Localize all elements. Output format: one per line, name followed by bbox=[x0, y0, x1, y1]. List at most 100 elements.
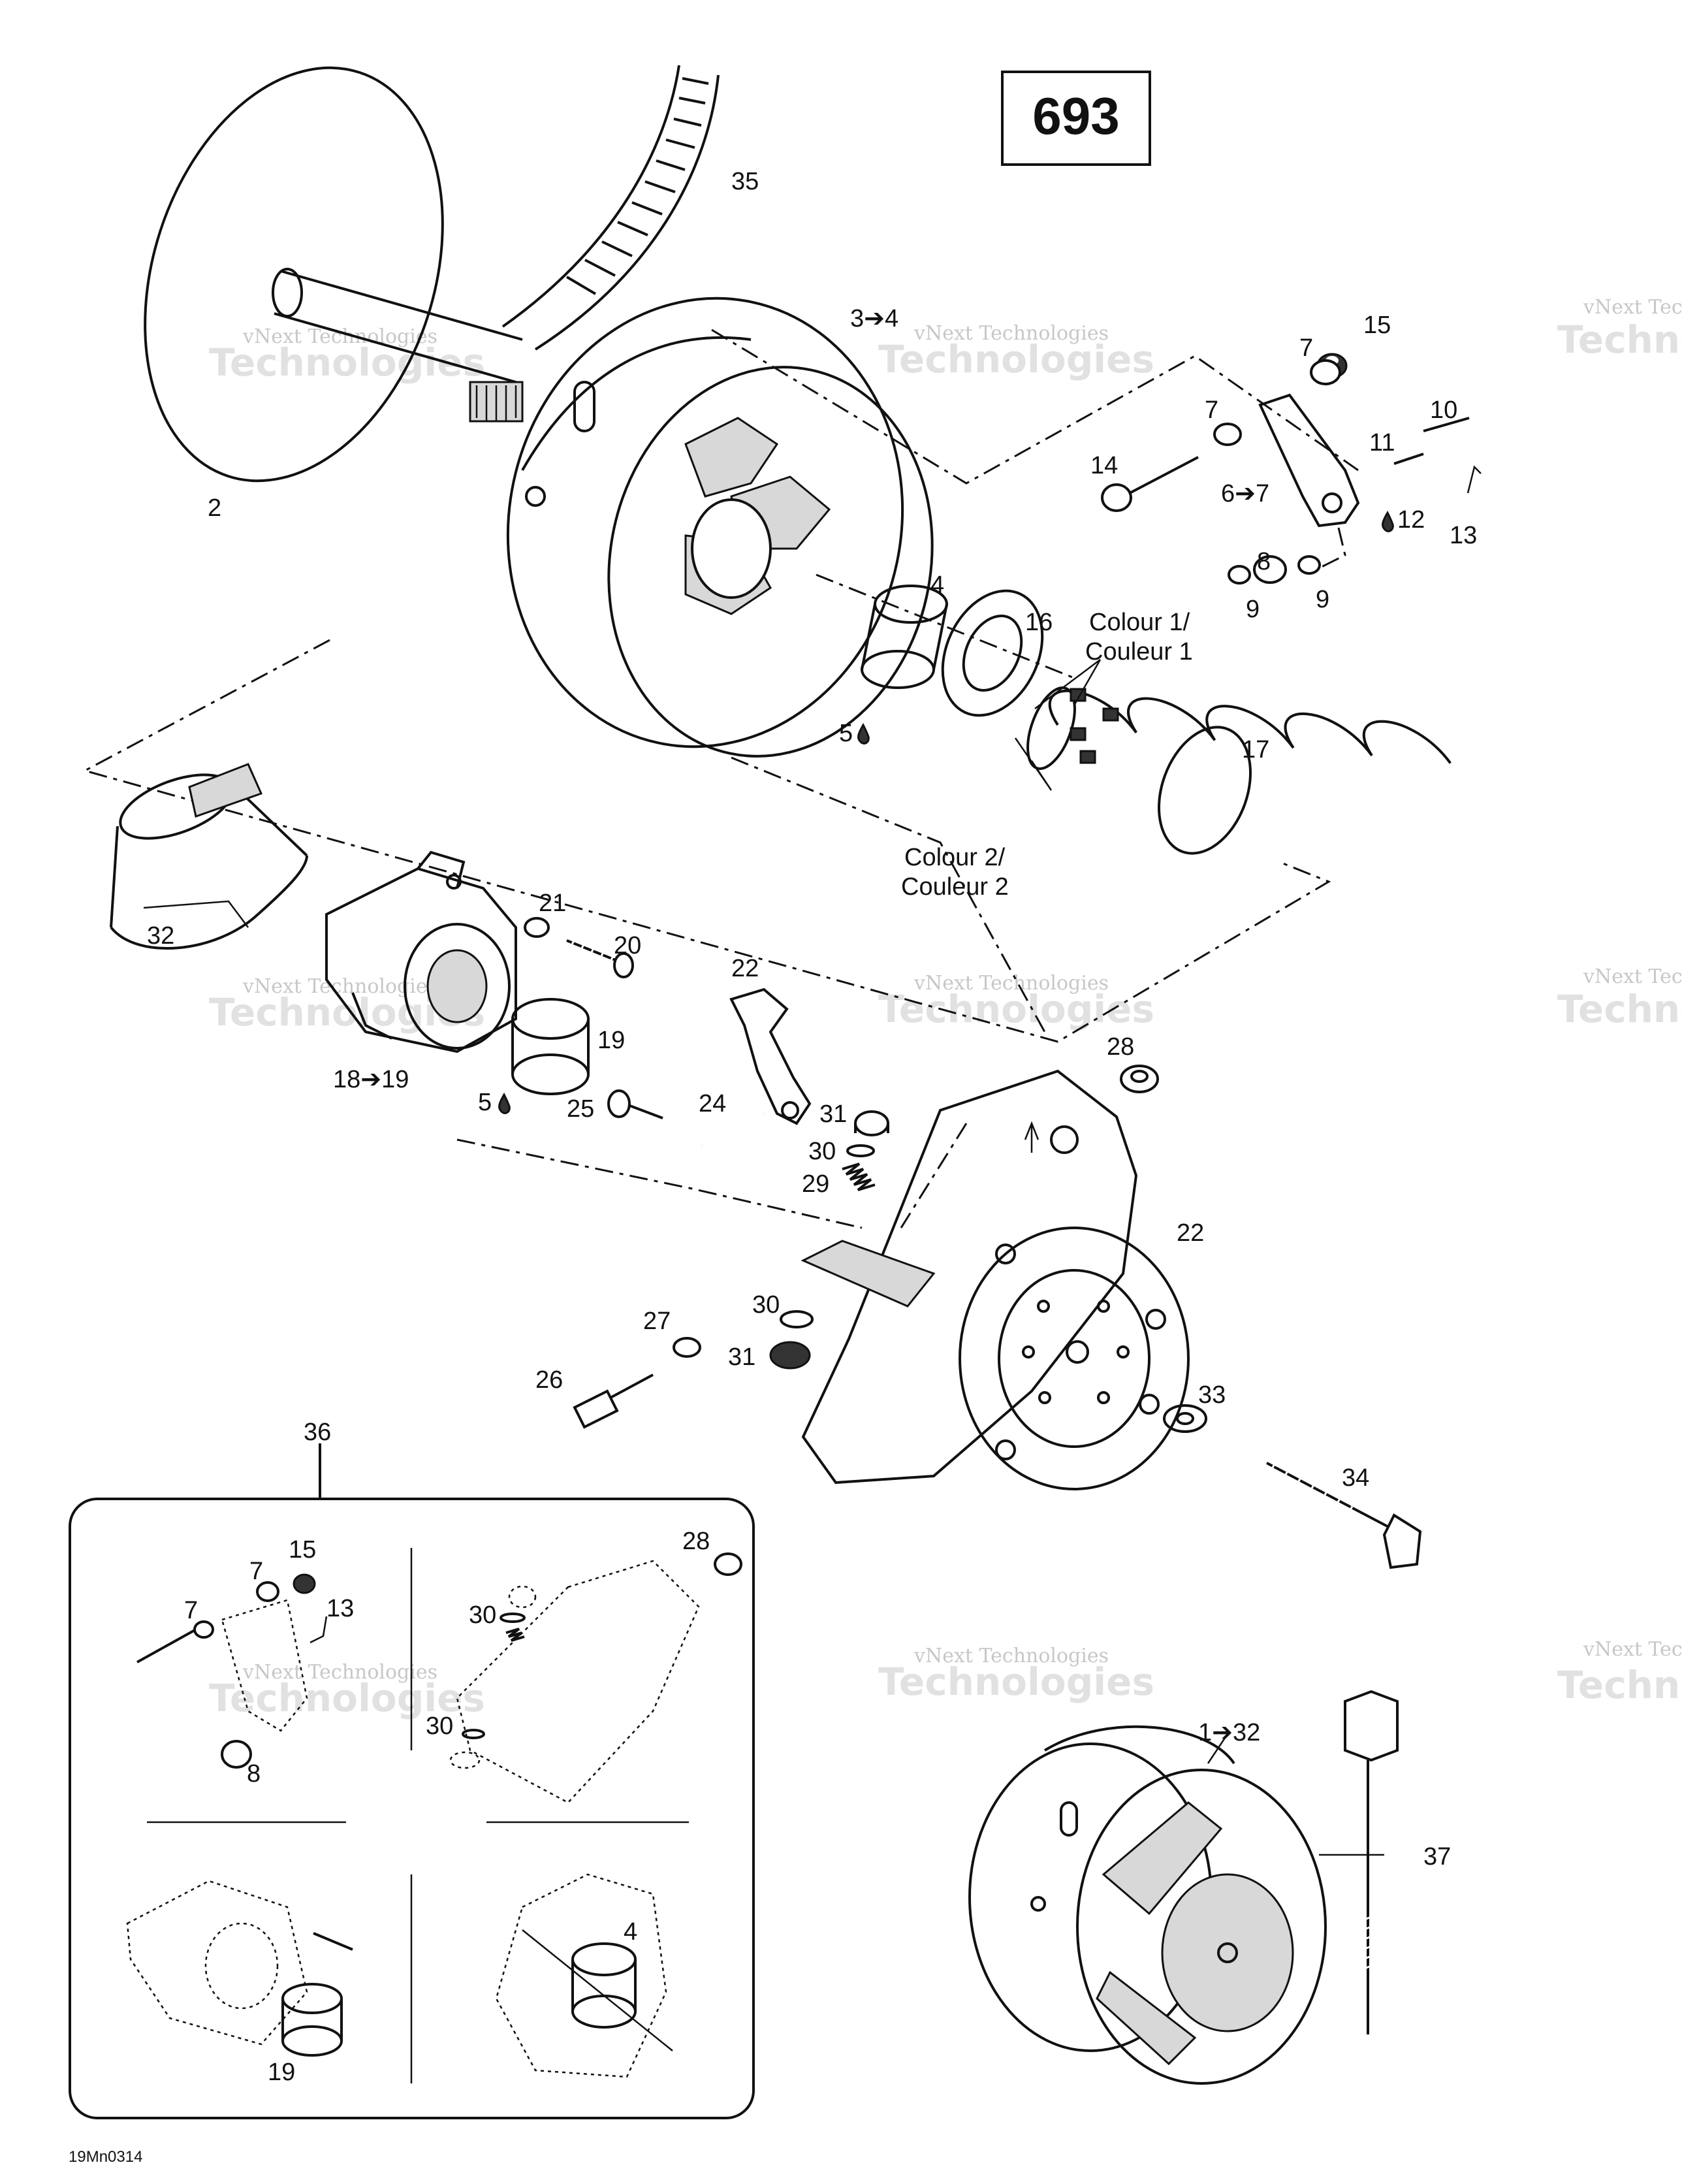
assembly-boundary-lines bbox=[82, 329, 1359, 1229]
watermark-8: vNext Technologies Technologies bbox=[1557, 965, 1682, 1031]
callout-34: 34 bbox=[1342, 1464, 1369, 1492]
callout-2: 2 bbox=[208, 494, 221, 522]
callout-16: 16 bbox=[1025, 609, 1053, 636]
callout-11: 11 bbox=[1369, 429, 1395, 457]
callout-19-a: 19 bbox=[597, 1027, 625, 1054]
part-washer-21 bbox=[524, 917, 550, 938]
part-washer-33 bbox=[1163, 1404, 1207, 1433]
part-spider bbox=[325, 850, 517, 1053]
oil-drop-icon bbox=[1382, 510, 1394, 532]
part-ring-30-bottom bbox=[780, 1310, 814, 1328]
inset-spider-section bbox=[126, 1880, 353, 2057]
watermark-7: vNext Technologies Technologies bbox=[1557, 296, 1682, 362]
part-nut-28 bbox=[1120, 1065, 1159, 1093]
callout-19-inset: 19 bbox=[268, 2059, 295, 2086]
callout-13-top: 13 bbox=[1450, 522, 1477, 549]
figure-code: 19Mn0314 bbox=[69, 2148, 142, 2166]
callout-3-4: 3➔4 bbox=[850, 305, 898, 332]
watermark-text: vNext Technologies bbox=[1583, 1638, 1682, 1661]
colour-1-en: Colour 1/ bbox=[1089, 609, 1190, 636]
part-bolt-26 bbox=[573, 1373, 654, 1429]
callout-31-b: 31 bbox=[728, 1343, 755, 1371]
callout-5-b: 5 bbox=[478, 1089, 492, 1116]
callout-35: 35 bbox=[731, 168, 759, 195]
callout-9-a: 9 bbox=[1316, 586, 1329, 613]
inset-rocker-arm bbox=[136, 1573, 328, 1769]
part-cam-arm-22 bbox=[729, 988, 812, 1125]
part-tube-32 bbox=[110, 763, 308, 950]
part-sliding-sheave bbox=[506, 297, 934, 758]
part-spring-17 bbox=[1026, 686, 1452, 855]
callout-22-a: 22 bbox=[731, 955, 759, 982]
part-spring-29 bbox=[842, 1163, 876, 1191]
callout-30-inset-a: 30 bbox=[469, 1601, 496, 1629]
page-number: 693 bbox=[1032, 87, 1119, 145]
part-roller-31-bottom bbox=[769, 1341, 811, 1370]
callout-13-inset: 13 bbox=[326, 1595, 354, 1622]
callout-27: 27 bbox=[643, 1308, 671, 1335]
watermark-text: Technologies bbox=[878, 987, 1154, 1031]
callout-1-32: 1➔32 bbox=[1198, 1719, 1260, 1746]
callout-30-b: 30 bbox=[752, 1291, 780, 1319]
callout-30-inset-b: 30 bbox=[426, 1712, 453, 1740]
watermark-6: vNext Technologies Technologies bbox=[878, 1645, 1154, 1704]
part-drive-belt bbox=[501, 65, 720, 351]
callout-7-b: 7 bbox=[1205, 396, 1218, 424]
watermark-text: Technologies bbox=[209, 1676, 485, 1720]
lubricant-symbols bbox=[498, 510, 1394, 1114]
watermark-text: vNext Technologies bbox=[913, 322, 1109, 345]
watermark-9: vNext Technologies Technologies bbox=[1557, 1638, 1682, 1707]
callout-4-top: 4 bbox=[930, 571, 944, 599]
colour-2-fr: Couleur 2 bbox=[901, 873, 1009, 901]
callout-20: 20 bbox=[614, 932, 641, 959]
watermark-text: Technologies bbox=[1557, 987, 1682, 1031]
leader-lines bbox=[1014, 659, 1384, 1856]
callout-24: 24 bbox=[699, 1090, 726, 1117]
callout-28-inset: 28 bbox=[682, 1528, 710, 1555]
callout-7-inset-a: 7 bbox=[249, 1558, 263, 1585]
callout-7-a: 7 bbox=[1299, 334, 1313, 362]
part-tool-bolt-37 bbox=[1344, 1690, 1399, 2034]
watermark-text: vNext Technologies bbox=[1583, 965, 1682, 988]
watermark-text: vNext Technologies bbox=[1583, 296, 1682, 319]
watermark-text: Technologies bbox=[1557, 1663, 1682, 1707]
part-bushing-19 bbox=[511, 998, 590, 1095]
part-bushing-4 bbox=[861, 585, 948, 689]
callout-15-inset: 15 bbox=[289, 1536, 316, 1564]
callout-21: 21 bbox=[539, 890, 566, 917]
watermark-5: vNext Technologies Technologies bbox=[209, 1661, 485, 1720]
callout-15-top: 15 bbox=[1363, 312, 1391, 339]
callout-5-a: 5 bbox=[839, 720, 853, 747]
callout-31-a: 31 bbox=[819, 1100, 847, 1128]
callout-8-top: 8 bbox=[1257, 548, 1271, 575]
part-fixed-sheave bbox=[144, 66, 524, 483]
colour-2-en: Colour 2/ bbox=[904, 844, 1006, 871]
callout-30-a: 30 bbox=[808, 1138, 836, 1165]
watermarks: vNext Technologies Technologies vNext Te… bbox=[209, 296, 1682, 1720]
callout-18-19: 18➔19 bbox=[333, 1066, 409, 1093]
part-complete-assembly bbox=[968, 1725, 1327, 2085]
callout-37: 37 bbox=[1423, 1843, 1451, 1871]
callout-33: 33 bbox=[1198, 1381, 1226, 1409]
callout-12: 12 bbox=[1397, 506, 1425, 534]
part-screw-25 bbox=[607, 1089, 663, 1119]
callout-36: 36 bbox=[304, 1419, 331, 1446]
part-pin-24 bbox=[699, 1109, 767, 1151]
callout-17: 17 bbox=[1242, 736, 1269, 763]
callout-labels: 35 2 3➔4 15 7 7 10 14 11 6➔7 12 13 8 9 9… bbox=[69, 168, 1477, 2166]
watermark-text: Technologies bbox=[1557, 317, 1682, 362]
part-rocker-group bbox=[1101, 353, 1482, 585]
oil-drop-icon bbox=[498, 1092, 511, 1114]
callout-14: 14 bbox=[1090, 452, 1118, 479]
watermark-text: vNext Technologies bbox=[242, 1661, 437, 1684]
colour-1-fr: Couleur 1 bbox=[1085, 638, 1193, 666]
callout-25: 25 bbox=[567, 1095, 594, 1123]
watermark-2: vNext Technologies Technologies bbox=[878, 322, 1154, 381]
watermark-4: vNext Technologies Technologies bbox=[878, 972, 1154, 1031]
callout-28-a: 28 bbox=[1107, 1033, 1134, 1061]
callout-6-7: 6➔7 bbox=[1221, 480, 1269, 507]
callout-8-inset: 8 bbox=[247, 1760, 261, 1788]
part-ring-30-top bbox=[846, 1144, 875, 1157]
callout-29: 29 bbox=[802, 1170, 829, 1198]
